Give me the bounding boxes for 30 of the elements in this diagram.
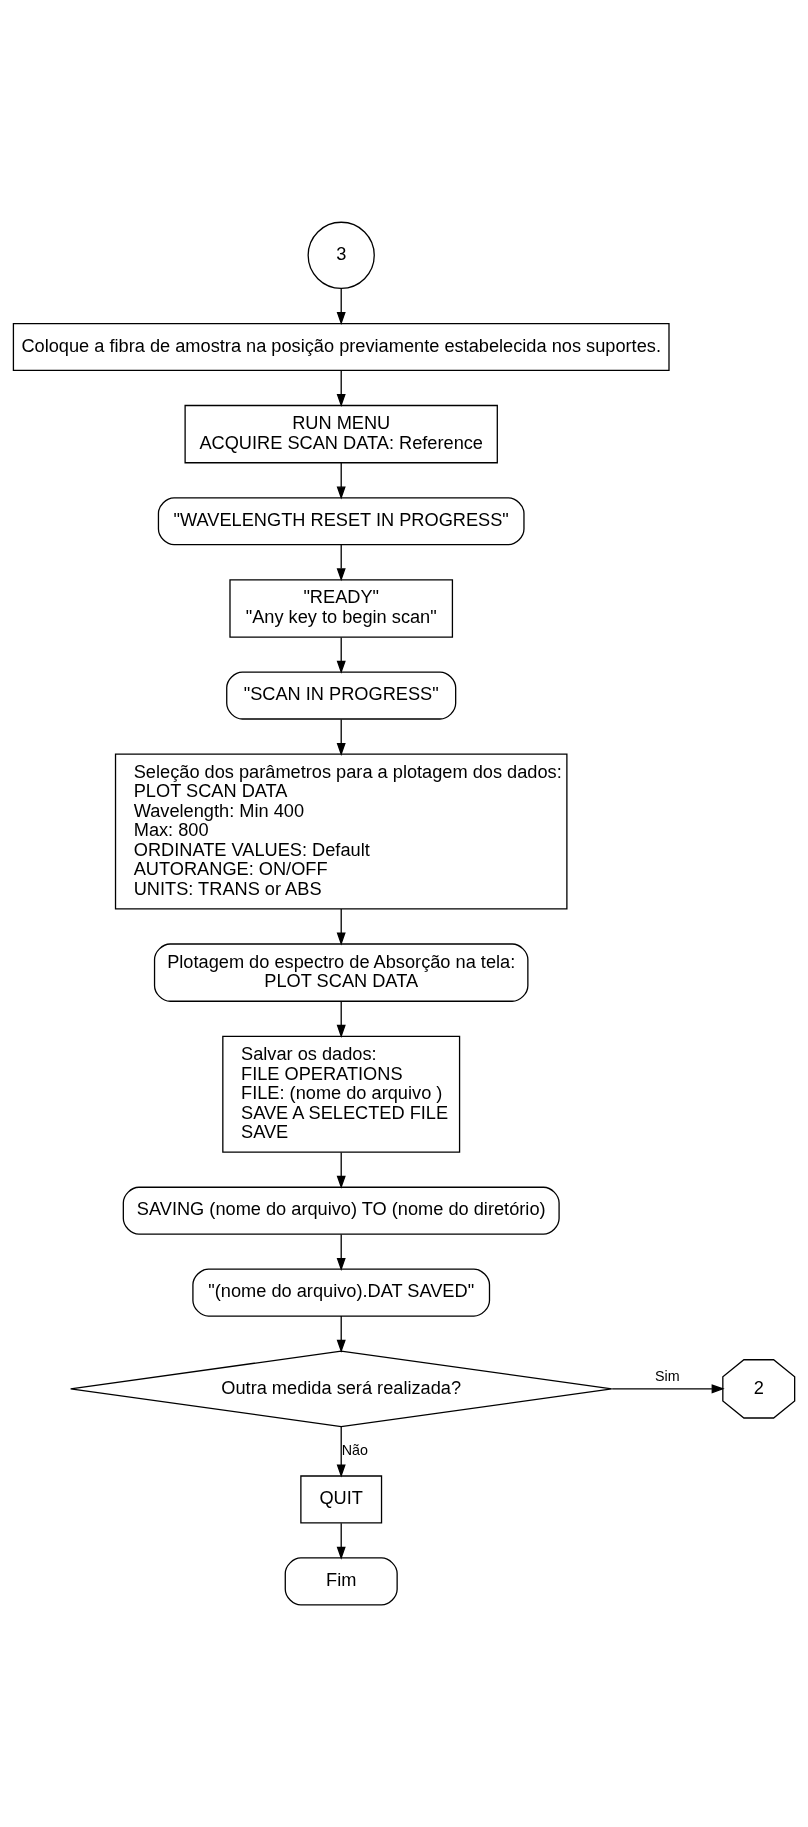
node-box: Salvar os dados: FILE OPERATIONS FILE: (nome do arquivo ) SAVE A SELECTED FILE SAVE [222,1035,461,1153]
node-box: SAVING (nome do arquivo) TO (nome do diretório) [122,1186,560,1235]
arrow [336,1151,346,1189]
node-box: Coloque a fibra de amostra na posição previamente estabelecida nos suportes. [12,322,670,371]
node-diamond: Outra medida será realizada? [70,1350,613,1428]
node-box: "(nome do arquivo).DAT SAVED" [192,1268,491,1317]
arrow [336,544,346,582]
arrow [336,1522,346,1560]
arrow [336,369,346,407]
arrow [611,1384,725,1394]
arrow [336,288,346,325]
node-box: "WAVELENGTH RESET IN PROGRESS" [157,497,525,546]
edge-label: Sim [655,1367,680,1384]
arrow [336,1000,346,1038]
node-box: Seleção dos parâmetros para a plotagem dos dados: PLOT SCAN DATA Wavelength: Min 400 Max: 800 ORDINATE VALUES: Default AUTORANGE: ON/OFF UNITS: TRANS or ABS [114,753,568,910]
node-box: Fim [284,1557,398,1606]
node-box: "READY" "Any key to begin scan" [229,579,454,638]
arrow [336,908,346,946]
arrow [336,1315,346,1353]
arrow [336,636,346,674]
arrow [336,718,346,756]
node-box: RUN MENU ACQUIRE SCAN DATA: Reference [184,404,498,464]
arrow [336,1233,346,1271]
node-circle: 3 [307,221,375,289]
arrow [336,462,346,500]
arrow [336,1426,346,1478]
node-box: Plotagem do espectro de Absorção na tela: PLOT SCAN DATA [153,943,529,1002]
node-box: "SCAN IN PROGRESS" [226,671,457,720]
node-box: QUIT [300,1475,383,1524]
edge-label: Não [341,1441,368,1458]
